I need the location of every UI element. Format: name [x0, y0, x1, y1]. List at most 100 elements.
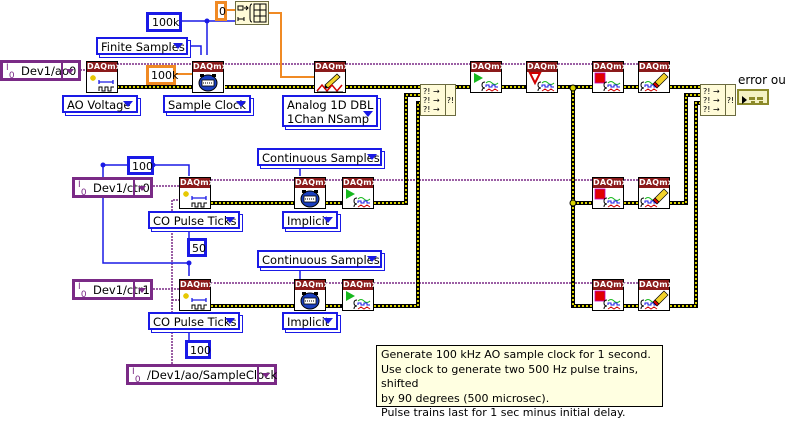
error-out-indicator[interactable]	[737, 89, 769, 105]
ctr1-stop-task-vi[interactable]: DAQmx	[592, 279, 628, 311]
ao-write-type-selector[interactable]: Analog 1D DBL 1Chan NSamp	[282, 95, 378, 127]
daqmx-header: DAQmx	[593, 62, 628, 72]
dropdown-arrow-icon[interactable]	[61, 63, 78, 78]
stop-task-icon	[593, 290, 623, 310]
dropdown-arrow-icon	[225, 318, 235, 324]
daqmx-header: DAQmx	[295, 280, 330, 290]
start-task-icon	[471, 72, 501, 92]
clock-source-wire	[171, 199, 179, 364]
enum-value: CO Pulse Ticks	[153, 315, 237, 329]
ao-clear-task-vi[interactable]: DAQmx	[638, 61, 673, 93]
create-channel-icon	[180, 290, 210, 310]
ao-create-channel-vi[interactable]: DAQmx	[86, 61, 121, 93]
ctr1-channel-type-enum[interactable]: CO Pulse Ticks	[148, 312, 240, 330]
ao-channel-constant[interactable]: I 0 Dev1/ao0	[0, 60, 81, 81]
enum-value: Implicit	[287, 214, 330, 228]
daqmx-header: DAQmx	[295, 178, 330, 188]
io-icon: I 0	[78, 282, 87, 300]
wires-layer	[80, 9, 755, 364]
ctr1-timing-type-enum[interactable]: Implicit	[282, 312, 338, 330]
daqmx-header: DAQmx	[639, 280, 674, 290]
stop-task-icon	[593, 188, 623, 208]
ctr1-start-task-vi[interactable]: DAQmx	[342, 279, 378, 311]
channel-name: Dev1/ctr1	[93, 283, 150, 297]
io-icon: I 0	[132, 367, 141, 385]
ao-channel-type-enum[interactable]: AO Voltage	[62, 95, 138, 113]
dropdown-arrow-icon	[123, 101, 133, 107]
ctr0-channel-type-enum[interactable]: CO Pulse Ticks	[148, 211, 240, 229]
dropdown-arrow-icon	[323, 318, 333, 324]
ao-stop-task-vi[interactable]: DAQmx	[592, 61, 628, 93]
timing-clock-icon	[193, 72, 223, 92]
constant-value: 100	[132, 160, 153, 173]
merge-errors-final-node[interactable]: ?! → ?! → ?! → ?!	[700, 84, 736, 116]
channel-name: /Dev1/ao/SampleClock	[147, 368, 278, 382]
ao-wait-until-done-vi[interactable]: DAQmx	[526, 61, 562, 93]
ao-write-vi[interactable]: DAQmx	[314, 61, 350, 93]
ctr1-sample-mode-enum[interactable]: Continuous Samples	[257, 250, 382, 268]
dropdown-arrow-icon	[323, 217, 333, 223]
merge-errors-node[interactable]: ?! → ?! → ?! → ?!	[420, 84, 456, 116]
ctr0-timing-vi[interactable]: DAQmx	[294, 177, 330, 209]
ctr0-clear-task-vi[interactable]: DAQmx	[638, 177, 673, 209]
ao-timing-type-enum[interactable]: Sample Clock	[163, 95, 251, 113]
dropdown-arrow-icon	[173, 43, 183, 49]
ctr0-sample-mode-enum[interactable]: Continuous Samples	[257, 148, 382, 166]
create-channel-icon	[87, 72, 117, 92]
write-pencil-icon	[315, 72, 345, 93]
comment-line: Use clock to generate two 500 Hz pulse t…	[381, 362, 639, 391]
ao-start-task-vi[interactable]: DAQmx	[470, 61, 505, 93]
constant-value: 0	[219, 5, 226, 18]
ctr0-create-channel-vi[interactable]: DAQmx	[179, 177, 214, 209]
timing-clock-icon	[295, 188, 325, 208]
constant-value: 100	[190, 344, 211, 357]
daqmx-header: DAQmx	[593, 280, 628, 290]
dropdown-arrow-icon[interactable]	[257, 367, 274, 382]
ctr1-timing-vi[interactable]: DAQmx	[294, 279, 330, 311]
error-cluster-icon	[742, 96, 763, 104]
enum-value: Continuous Samples	[262, 151, 380, 165]
timing-clock-icon	[295, 290, 325, 310]
ctr-high-ticks-constant[interactable]: 100	[127, 156, 154, 175]
ctr1-channel-constant[interactable]: I 0 Dev1/ctr1	[72, 279, 153, 300]
daqmx-header: DAQmx	[593, 178, 628, 188]
ctr0-start-task-vi[interactable]: DAQmx	[342, 177, 377, 209]
initial-zero-constant[interactable]: 0	[215, 1, 227, 21]
ctr0-channel-constant[interactable]: I 0 Dev1/ctr0	[72, 177, 153, 198]
comment-line: Generate 100 kHz AO sample clock for 1 s…	[381, 348, 651, 361]
ctr0-stop-task-vi[interactable]: DAQmx	[592, 177, 628, 209]
dropdown-arrow-icon[interactable]	[133, 180, 150, 195]
ctr0-timing-type-enum[interactable]: Implicit	[282, 211, 338, 229]
dropdown-arrow-icon[interactable]	[133, 282, 150, 297]
comment-line: by 90 degrees (500 microsec).	[381, 391, 550, 405]
clock-source-terminal-constant[interactable]: I 0 /Dev1/ao/SampleClock	[126, 364, 277, 385]
build-array-icon	[237, 3, 267, 23]
dropdown-arrow-icon	[367, 154, 377, 160]
io-icon: I 0	[78, 180, 87, 198]
daqmx-header: DAQmx	[527, 62, 562, 72]
ctr1-low-ticks-constant[interactable]: 100	[185, 340, 211, 359]
ctr1-clear-task-vi[interactable]: DAQmx	[638, 279, 674, 311]
ctr0-low-ticks-constant[interactable]: 50	[187, 238, 207, 257]
ao-rate-constant[interactable]: 100k	[146, 65, 178, 85]
build-array-node[interactable]	[235, 1, 269, 25]
dropdown-arrow-icon	[367, 256, 377, 262]
ao-timing-vi[interactable]: DAQmx	[192, 61, 227, 93]
merge-output: ?!	[725, 85, 735, 115]
clear-task-icon	[639, 188, 669, 208]
ao-rate-constant-top[interactable]: 100k	[146, 12, 182, 32]
comment-line: Pulse trains last for 1 sec minus initia…	[381, 406, 626, 419]
daqmx-header: DAQmx	[315, 62, 350, 72]
daqmx-header: DAQmx	[343, 280, 378, 290]
enum-value-line2: 1Chan NSamp	[287, 112, 370, 126]
ao-sample-mode-enum[interactable]: Finite Samples	[96, 37, 188, 55]
ctr1-create-channel-vi[interactable]: DAQmx	[179, 279, 215, 311]
enum-value: AO Voltage	[67, 98, 131, 112]
stop-task-icon	[593, 72, 623, 92]
io-icon: I 0	[6, 63, 15, 81]
enum-value: Continuous Samples	[262, 253, 380, 267]
wire-junction	[569, 84, 577, 92]
daqmx-header: DAQmx	[180, 280, 215, 290]
enum-value: Implicit	[287, 315, 330, 329]
